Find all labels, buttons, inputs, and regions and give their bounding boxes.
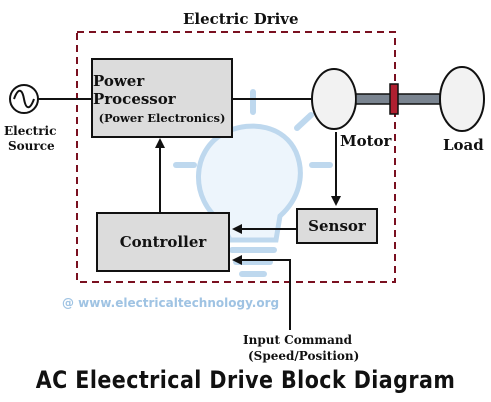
watermark-text: @ www.electricaltechnology.org (62, 296, 280, 310)
motor-label: Motor (340, 132, 392, 150)
light-bulb-watermark-icon (173, 89, 333, 277)
power-processor-subtitle: (Power Electronics) (98, 110, 226, 125)
diagram-footer-title: AC Eleectrical Drive Block Diagram (35, 366, 456, 394)
sensor-box: Sensor (296, 208, 378, 244)
motor-shape (311, 68, 357, 130)
source-label-line1: Electric (4, 124, 57, 138)
controller-label: Controller (119, 233, 207, 251)
input-command-sublabel: (Speed/Position) (248, 349, 360, 363)
input-command-arrow (232, 255, 291, 330)
sensor-label: Sensor (308, 217, 366, 235)
load-label: Load (443, 136, 484, 154)
controller-box: Controller (96, 212, 230, 272)
input-command-label: Input Command (243, 333, 353, 347)
electric-drive-boundary (76, 31, 396, 283)
load-shape (439, 66, 485, 132)
power-processor-box: Power Processor (Power Electronics) (91, 58, 233, 138)
electric-drive-title: Electric Drive (183, 10, 299, 28)
source-label-line2: Source (8, 139, 55, 153)
coupling (389, 83, 399, 115)
ac-source-icon (9, 84, 39, 114)
power-processor-title: Power Processor (93, 71, 176, 108)
